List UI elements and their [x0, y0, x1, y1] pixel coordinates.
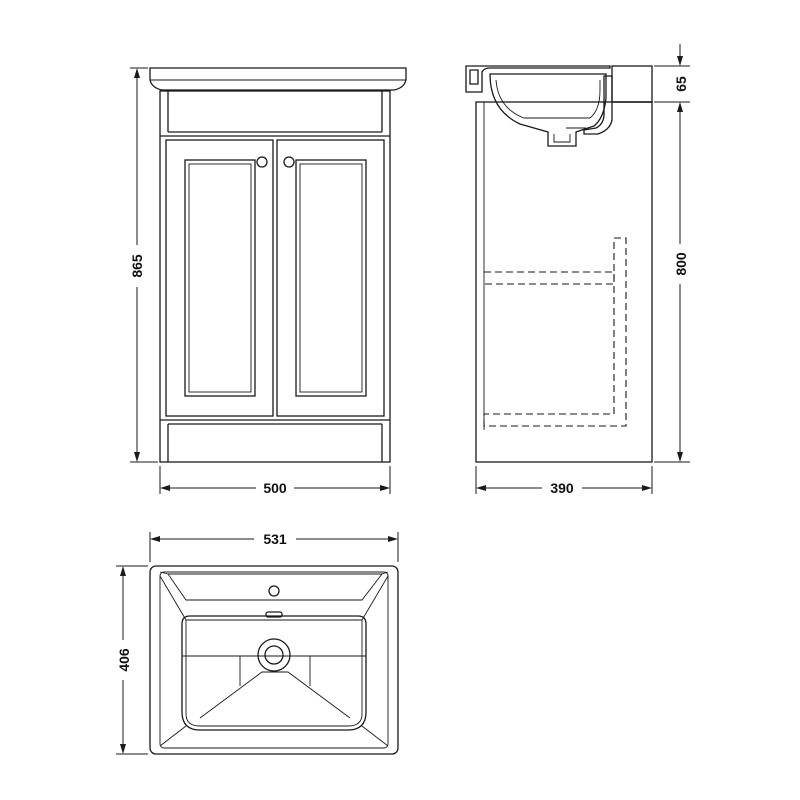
plan-view-basin	[149, 565, 399, 755]
left-door-panel-outer	[184, 159, 256, 397]
dimension-side-top: 65	[654, 44, 690, 114]
dimension-side-height: 800	[654, 109, 690, 463]
side-depth-label: 390	[550, 480, 574, 496]
right-door-panel-outer	[295, 159, 367, 397]
right-door	[276, 139, 385, 417]
side-basin-bowl	[489, 73, 607, 147]
dimension-basin-depth: 406	[114, 565, 148, 755]
basin-depth-label: 406	[116, 648, 132, 672]
basin-outer	[149, 565, 399, 755]
front-elevation	[149, 67, 407, 463]
side-waste-trap	[583, 75, 613, 135]
basin-tap-hole	[268, 585, 280, 597]
left-door	[165, 139, 274, 417]
side-basin-section	[465, 65, 611, 93]
right-door-panel-inner	[299, 163, 363, 393]
side-hidden-shelf	[484, 271, 615, 285]
basin-width-label: 531	[263, 531, 287, 547]
basin-bowl	[181, 615, 367, 731]
right-door-knob	[283, 156, 295, 168]
basin-waste-outer	[257, 638, 291, 672]
side-basin-lip	[469, 69, 479, 85]
basin-overflow	[265, 611, 283, 618]
basin-sloped-top	[167, 573, 383, 601]
dimension-front-width: 500	[159, 466, 391, 496]
left-door-knob	[256, 156, 268, 168]
dimension-front-height: 865	[128, 67, 158, 463]
dimension-basin-width: 531	[149, 529, 399, 562]
front-width-label: 500	[263, 480, 287, 496]
basin-inner-rim	[159, 571, 389, 749]
front-basin-top	[149, 67, 407, 91]
side-cabinet-height-label: 800	[673, 252, 689, 276]
front-cabinet-body	[159, 90, 391, 463]
side-hidden-back	[483, 237, 627, 427]
dimension-side-depth: 390	[475, 466, 653, 496]
basin-waste-inner	[264, 645, 284, 665]
front-height-label: 865	[129, 254, 145, 278]
basin-drain-slope	[199, 671, 351, 719]
side-top-height-label: 65	[673, 76, 689, 92]
side-elevation	[465, 65, 653, 463]
side-basin-back	[611, 65, 653, 103]
left-door-panel-inner	[188, 163, 252, 393]
